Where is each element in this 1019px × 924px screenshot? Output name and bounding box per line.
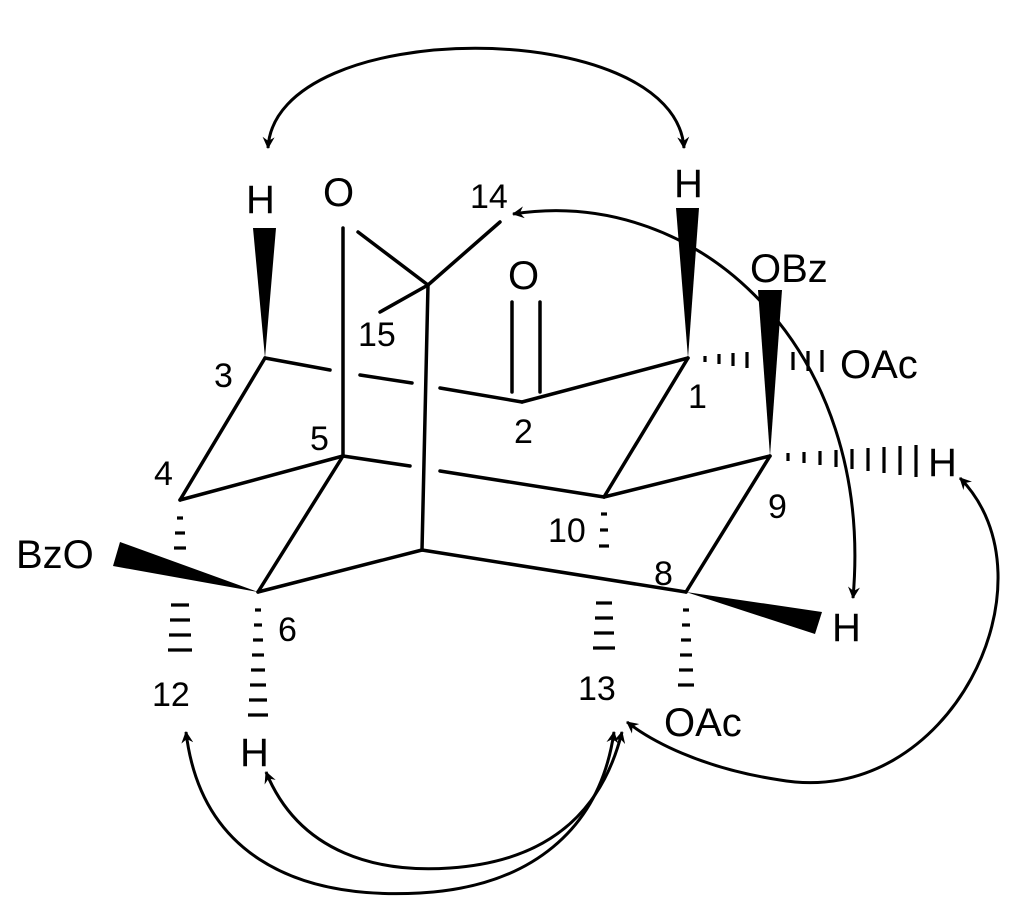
bond-c5-c10-b bbox=[438, 469, 606, 499]
bond-c9-c8 bbox=[684, 454, 772, 594]
bond-c4-c5 bbox=[178, 454, 345, 502]
locant-8: 8 bbox=[654, 555, 673, 593]
atom-bzo-4: BzO bbox=[16, 533, 94, 577]
bond-c10-c9 bbox=[602, 454, 772, 499]
bond-c2-c1 bbox=[520, 356, 690, 404]
bond-c7-c8 bbox=[420, 548, 688, 594]
bond-c3-c2-end bbox=[438, 386, 524, 404]
wedge-c3-h bbox=[253, 228, 276, 358]
bond-o-c15 bbox=[356, 230, 430, 287]
locant-labels: 14 15 3 1 2 4 5 9 10 8 6 12 13 bbox=[152, 178, 787, 714]
locant-2: 2 bbox=[514, 413, 533, 451]
locant-14: 14 bbox=[470, 178, 508, 216]
bond-c1-c10 bbox=[602, 356, 690, 499]
locant-12: 12 bbox=[152, 676, 190, 714]
noe-arrow-h3-h1 bbox=[262, 46, 690, 149]
atom-obz-top: OBz bbox=[750, 247, 828, 291]
bond-c3-c2-front bbox=[263, 356, 332, 372]
hashed-bonds bbox=[168, 350, 918, 717]
atom-h-1: H bbox=[674, 162, 703, 206]
bond-c15-c14 bbox=[426, 220, 502, 287]
wedge-c9-obz bbox=[758, 290, 782, 456]
hash-c8-oac bbox=[678, 608, 694, 687]
wedge-c1-h bbox=[676, 208, 699, 358]
hash-c6-h bbox=[248, 608, 268, 717]
bond-c5-c6 bbox=[256, 454, 345, 594]
wedge-c6-obz bbox=[113, 542, 258, 592]
bond-c6-c7 bbox=[256, 548, 424, 594]
noe-arrows bbox=[181, 46, 1000, 896]
atom-oac-1: OAc bbox=[840, 343, 918, 387]
atom-o-ketone: O bbox=[508, 254, 539, 298]
hash-c9-h bbox=[786, 445, 918, 477]
noe-arrow-h6-h13 bbox=[264, 731, 626, 871]
locant-6: 6 bbox=[278, 611, 297, 649]
atom-h-3: H bbox=[246, 178, 275, 222]
wedge-bonds bbox=[113, 208, 822, 634]
bond-c15-methyl bbox=[378, 283, 430, 314]
atom-labels: H O H O OBz OAc H BzO H H OAc bbox=[16, 162, 957, 775]
noe-arrow-h12-h13 bbox=[181, 731, 619, 896]
atom-o-bridge: O bbox=[323, 171, 354, 215]
noe-arrow-h9-h13 bbox=[626, 476, 1000, 784]
atom-h-8: H bbox=[832, 606, 861, 650]
locant-13: 13 bbox=[578, 670, 616, 708]
locant-3: 3 bbox=[214, 357, 233, 395]
locant-9: 9 bbox=[768, 488, 787, 526]
atom-h-9: H bbox=[928, 441, 957, 485]
locant-5: 5 bbox=[310, 420, 329, 458]
hash-c4-c12 bbox=[168, 516, 192, 652]
bond-c3-c4 bbox=[178, 356, 267, 502]
atom-h-6: H bbox=[240, 731, 269, 775]
locant-15: 15 bbox=[358, 316, 396, 354]
bond-c3-c2-mid bbox=[358, 373, 414, 385]
locant-4: 4 bbox=[154, 455, 173, 493]
locant-10: 10 bbox=[548, 512, 586, 550]
locant-1: 1 bbox=[688, 378, 707, 416]
bond-c5-c10 bbox=[341, 454, 412, 468]
atom-oac-8: OAc bbox=[664, 701, 742, 745]
bond-c15-c7 bbox=[420, 283, 430, 552]
wedge-c8-h bbox=[686, 592, 822, 634]
